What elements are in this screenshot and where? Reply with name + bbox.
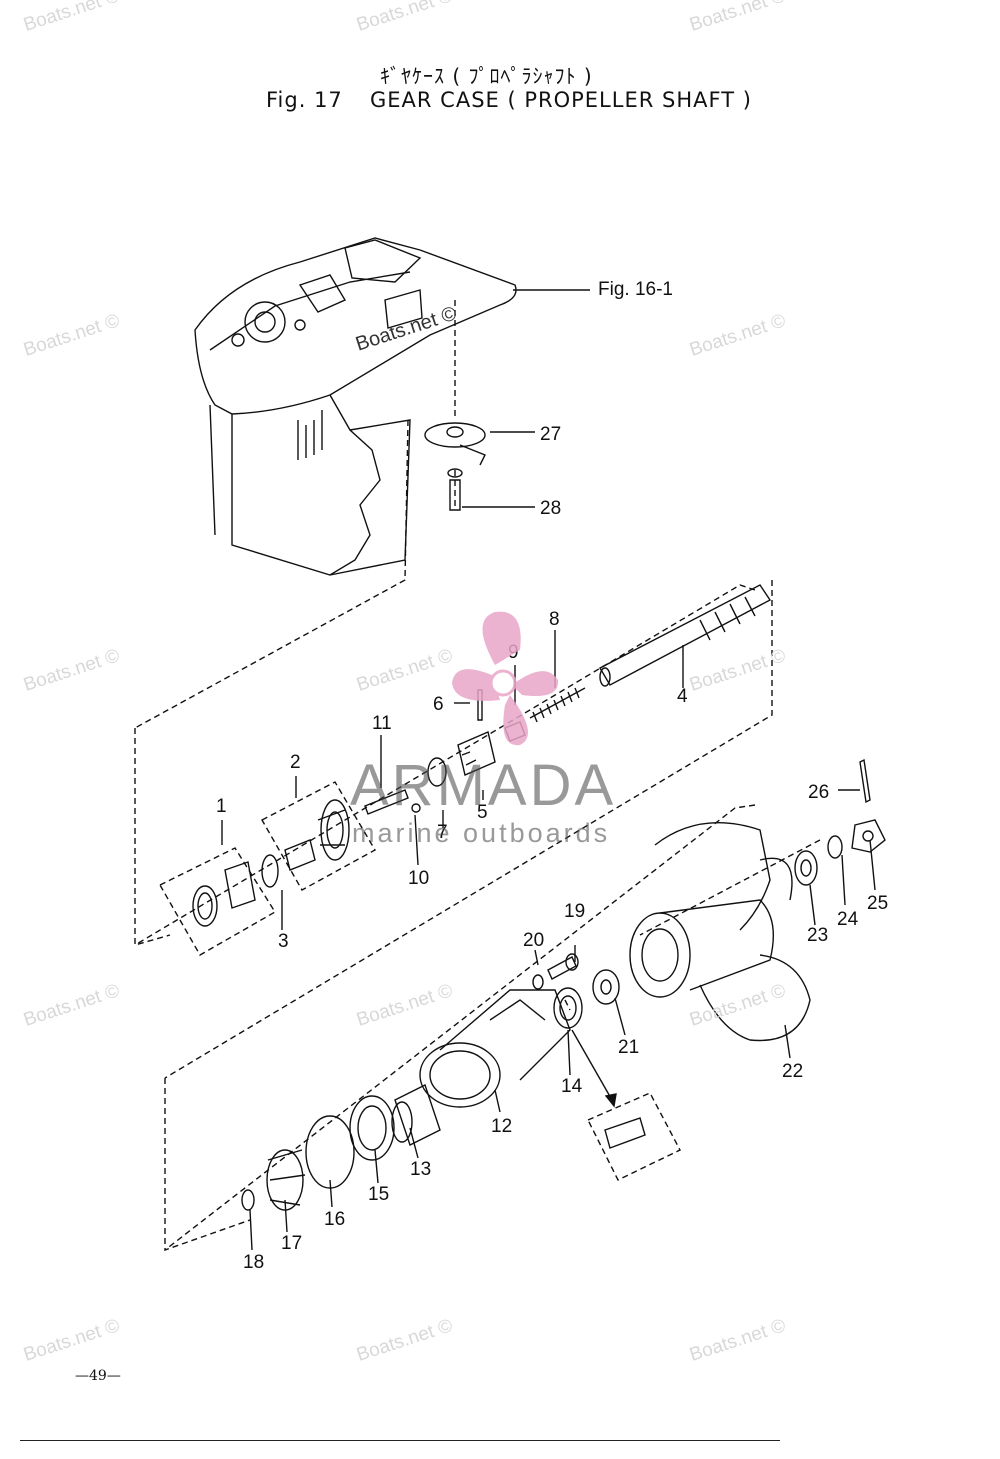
gear-case-housing [194,237,517,576]
callout-21: 21 [618,1037,639,1058]
housing-bolt [547,953,579,980]
callout-2: 2 [290,752,301,773]
callout-1: 1 [216,796,227,817]
needle-bearing [391,1084,441,1146]
callout-20: 20 [523,930,544,951]
cross-pin-ring [427,757,447,787]
shift-slider [364,789,409,815]
callout-14: 14 [561,1076,583,1097]
callout-24: 24 [837,909,859,930]
callout-7: 7 [437,822,448,843]
propeller [629,822,811,1042]
propeller-nut [851,819,886,853]
armada-propeller-logo [452,611,559,746]
brand-watermark-subtitle: marine outboards [352,818,611,848]
forward-gear-group [261,781,376,891]
callout-23: 23 [807,925,828,946]
shift-ball [411,803,421,813]
callout-12: 12 [491,1116,512,1137]
callout-5: 5 [477,802,488,823]
footer-rule [20,1440,780,1441]
trim-tab-anode [424,422,486,466]
callout-22: 22 [782,1061,803,1082]
propeller-shaft-housing [419,989,571,1108]
callout-10: 10 [408,868,429,889]
callout-27: 27 [540,424,561,445]
shift-spring [529,687,586,723]
thrust-washer [592,969,620,1005]
callout-25: 25 [867,893,888,914]
bolt-washer [532,974,544,990]
cotter-pin [859,758,871,804]
anode-bolt [447,468,463,511]
reverse-gear [266,1149,306,1211]
oil-seal [553,987,583,1029]
brand-watermark: ARMADA [350,753,617,818]
reverse-gear-shim [241,1189,255,1211]
callout-8: 8 [549,609,560,630]
diagram-title-japanese: ｷﾞﾔｹｰｽ ( ﾌﾟﾛﾍﾟﾗｼｬﾌﾄ ) [380,64,593,88]
callout-17: 17 [281,1233,302,1254]
propeller-shaft [599,584,772,687]
fig-reference-label: Fig. 16-1 [598,279,673,300]
callout-11: 11 [372,713,392,734]
shim [261,854,279,888]
forward-gear-bearing-group [159,847,276,956]
figure-number: Fig. 17 [266,88,343,112]
o-ring [305,1115,355,1189]
seal-detail-inset [571,1029,681,1181]
callout-15: 15 [368,1184,389,1205]
diagram-title-english: GEAR CASE ( PROPELLER SHAFT ) [370,88,752,112]
assembly-guide-lines [134,300,821,1251]
propeller-washer [827,835,843,859]
propeller-spacer [794,850,818,886]
clutch-dog [457,731,496,776]
callout-26: 26 [808,782,829,803]
ball-bearing [349,1095,395,1161]
page-number: —49— [75,1368,121,1384]
callout-13: 13 [410,1159,431,1180]
callout-28: 28 [540,498,561,519]
callout-4: 4 [677,686,688,707]
callout-6: 6 [433,694,444,715]
callout-3: 3 [278,931,289,952]
callout-19: 19 [564,901,585,922]
callout-labels: Fig. 16-1 1 2 3 4 5 6 7 8 9 10 11 12 13 … [216,279,888,1273]
diagram-title: Fig. 17 GEAR CASE ( PROPELLER SHAFT ) [266,88,752,112]
callout-18: 18 [243,1252,264,1273]
callout-16: 16 [324,1209,345,1230]
